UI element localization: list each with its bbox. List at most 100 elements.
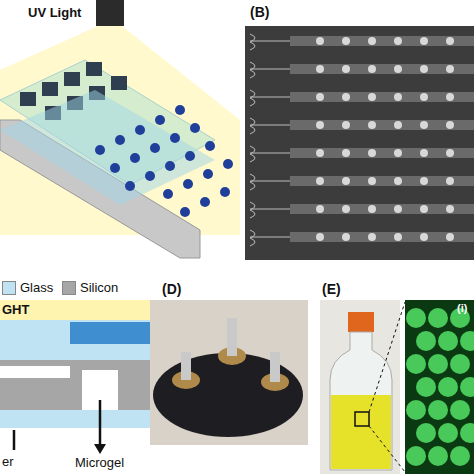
microgel [438, 331, 458, 351]
droplet [420, 149, 428, 157]
droplet [394, 37, 402, 45]
droplet [394, 121, 402, 129]
legend-entry: Silicon [62, 280, 118, 295]
channel [290, 204, 474, 214]
microgel [438, 377, 458, 397]
inflow-arrow [13, 430, 16, 450]
microgel-suspension [331, 395, 391, 469]
zoom-line [369, 426, 405, 472]
microgel [460, 377, 474, 397]
microgel [460, 423, 474, 443]
microgel [428, 354, 448, 374]
droplet [394, 205, 402, 213]
serpentine [250, 202, 290, 218]
glass-layer [0, 350, 150, 360]
panel-label: (E) [322, 282, 341, 297]
microgel [416, 331, 436, 351]
droplet [446, 121, 454, 129]
droplet [368, 121, 376, 129]
droplet [342, 65, 350, 73]
droplet [368, 233, 376, 241]
droplet [394, 65, 402, 73]
uv-lamp [96, 0, 124, 26]
droplet [394, 177, 402, 185]
droplet [316, 121, 324, 129]
droplet [446, 177, 454, 185]
channel [290, 120, 474, 130]
microgel [406, 446, 426, 466]
legend-text: Silicon [80, 280, 118, 295]
droplet [342, 149, 350, 157]
microgel [460, 331, 474, 351]
droplet [368, 65, 376, 73]
microgel [416, 377, 436, 397]
panel-label: (D) [162, 282, 181, 297]
legend-swatch [62, 281, 76, 295]
microgel [406, 308, 426, 328]
micrograph [245, 26, 474, 260]
legend-swatch [2, 281, 16, 295]
glass-layer [0, 320, 150, 350]
droplet [394, 93, 402, 101]
uv-light-cone [0, 26, 240, 235]
serpentine [250, 90, 290, 106]
legend-entry: Glass [2, 280, 53, 295]
glass-layer [0, 90, 215, 205]
microgel [450, 400, 470, 420]
droplet [342, 177, 350, 185]
wafer [153, 353, 303, 437]
droplet [394, 149, 402, 157]
glass-layer [0, 410, 150, 428]
droplet [316, 93, 324, 101]
microgel [428, 446, 448, 466]
droplet [446, 149, 454, 157]
droplet [446, 233, 454, 241]
outflow-arrow [99, 400, 102, 446]
microgel [428, 400, 448, 420]
microgel [450, 354, 470, 374]
serpentine [250, 174, 290, 190]
droplet [394, 233, 402, 241]
bottle [330, 332, 392, 470]
serpentine [250, 34, 290, 50]
precursor-channel [70, 322, 150, 344]
microgel-dots [95, 105, 233, 217]
channel [290, 232, 474, 242]
droplet [420, 37, 428, 45]
microgel-spheres [406, 308, 474, 466]
channel [290, 92, 474, 102]
silicon-layer [0, 360, 150, 410]
panel-label: (B) [250, 5, 269, 20]
serpentine [250, 62, 290, 78]
droplet [446, 93, 454, 101]
bottle-cap [348, 312, 374, 332]
light-band [0, 300, 150, 320]
droplet [342, 233, 350, 241]
microgel [406, 354, 426, 374]
channel [290, 148, 474, 158]
droplet [316, 149, 324, 157]
panel-label: (i) [457, 302, 467, 314]
zoom-box [355, 412, 369, 426]
droplet [420, 205, 428, 213]
panel-label: GHT [2, 303, 29, 317]
photo-bg [320, 300, 400, 474]
oil-channel [0, 366, 70, 378]
droplet [316, 233, 324, 241]
droplet [420, 121, 428, 129]
channel [290, 64, 474, 74]
droplet [420, 93, 428, 101]
serpentine [250, 146, 290, 162]
droplet [342, 93, 350, 101]
droplet [342, 121, 350, 129]
droplet [316, 177, 324, 185]
droplet [316, 205, 324, 213]
droplet [368, 37, 376, 45]
legend-text: Glass [20, 280, 53, 295]
droplet [420, 177, 428, 185]
droplet [368, 205, 376, 213]
panel-label: er [2, 455, 14, 469]
microgel [438, 423, 458, 443]
serpentine [250, 118, 290, 134]
